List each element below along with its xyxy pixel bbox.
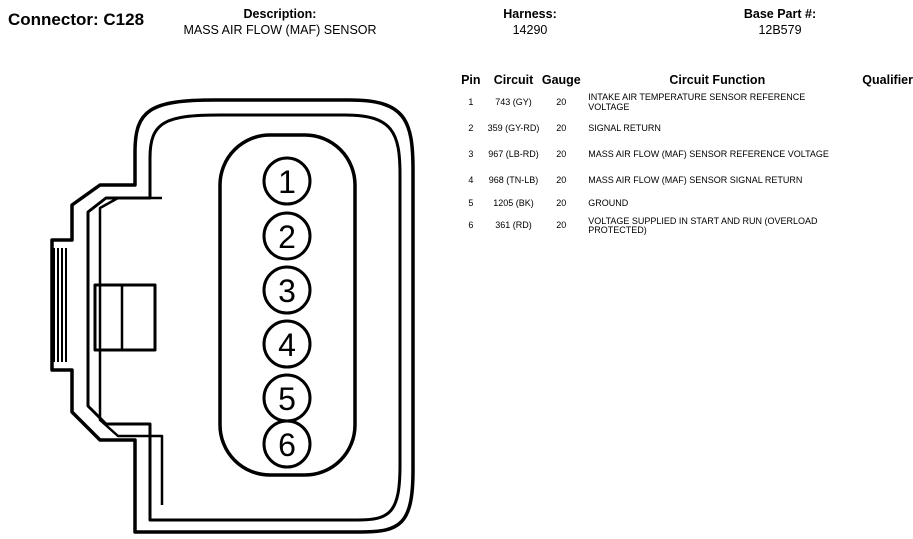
harness-label: Harness:	[503, 7, 557, 21]
header-function: Circuit Function	[669, 73, 766, 87]
pin-label-3: 3	[278, 273, 296, 309]
connector-title: Connector: C128	[8, 10, 144, 30]
table-row: 4 968 (TN-LB) 20 MASS AIR FLOW (MAF) SEN…	[454, 168, 913, 194]
pin-group: 1 2 3 4 5 6	[262, 156, 312, 469]
pin-circle-6	[262, 419, 312, 469]
description-block: Description: MASS AIR FLOW (MAF) SENSOR	[170, 7, 390, 39]
cell-pin: 2	[468, 123, 474, 134]
description-value: MASS AIR FLOW (MAF) SENSOR	[183, 23, 377, 37]
cell-function: INTAKE AIR TEMPERATURE SENSOR REFERENCE …	[588, 92, 806, 112]
cell-circuit: 359 (GY-RD)	[487, 123, 540, 134]
connector-id: C128	[103, 10, 145, 29]
header-circuit: Circuit	[493, 73, 534, 87]
header-qualifier: Qualifier	[862, 73, 913, 87]
cell-gauge: 20	[556, 220, 567, 231]
latch-outline	[98, 196, 164, 505]
pin-circle-3	[262, 265, 312, 315]
cell-gauge: 20	[556, 175, 567, 186]
cell-gauge: 20	[556, 197, 567, 208]
cell-function: VOLTAGE SUPPLIED IN START AND RUN (OVERL…	[588, 215, 818, 235]
harness-value: 14290	[512, 23, 548, 37]
table-row: 5 1205 (BK) 20 GROUND	[454, 194, 913, 213]
housing-inner-outline	[86, 113, 402, 522]
cell-circuit: 743 (GY)	[495, 96, 532, 107]
pin-label-2: 2	[278, 219, 296, 255]
cell-function: SIGNAL RETURN	[588, 123, 661, 134]
pin-label-5: 5	[278, 381, 296, 417]
cell-gauge: 20	[556, 96, 567, 107]
table-row: 1 743 (GY) 20 INTAKE AIR TEMPERATURE SEN…	[454, 89, 913, 116]
cell-circuit: 1205 (BK)	[493, 197, 534, 208]
cell-pin: 3	[468, 149, 474, 160]
pin-circle-4	[262, 319, 312, 369]
cell-pin: 1	[468, 96, 474, 107]
base-part-block: Base Part #: 12B579	[720, 7, 840, 39]
pin-label-6: 6	[278, 427, 296, 463]
description-label: Description:	[243, 7, 317, 21]
cell-circuit: 968 (TN-LB)	[488, 175, 539, 186]
latch-window	[93, 283, 157, 352]
table-row: 3 967 (LB-RD) 20 MASS AIR FLOW (MAF) SEN…	[454, 142, 913, 168]
pin-cavity-outline	[218, 133, 357, 477]
table-header-row: Pin Circuit Gauge Circuit Function Quali…	[454, 72, 913, 89]
cell-gauge: 20	[556, 149, 567, 160]
table-row: 2 359 (GY-RD) 20 SIGNAL RETURN	[454, 116, 913, 142]
table-row: 6 361 (RD) 20 VOLTAGE SUPPLIED IN START …	[454, 213, 913, 239]
base-part-value: 12B579	[758, 23, 802, 37]
harness-block: Harness: 14290	[470, 7, 590, 39]
base-part-label: Base Part #:	[743, 7, 817, 21]
pin-circle-2	[262, 211, 312, 261]
pin-table: Pin Circuit Gauge Circuit Function Quali…	[454, 72, 913, 239]
header-gauge: Gauge	[541, 73, 581, 87]
cell-circuit: 967 (LB-RD)	[488, 149, 539, 160]
cell-circuit: 361 (RD)	[495, 220, 532, 231]
cell-pin: 6	[468, 220, 474, 231]
pin-label-1: 1	[278, 164, 296, 200]
cell-function: MASS AIR FLOW (MAF) SENSOR REFERENCE VOL…	[588, 149, 829, 160]
cell-pin: 4	[468, 175, 474, 186]
housing-outer-outline	[50, 98, 415, 534]
pin-circle-1	[262, 156, 312, 206]
cell-function: MASS AIR FLOW (MAF) SENSOR SIGNAL RETURN	[588, 175, 803, 186]
connector-label: Connector:	[8, 10, 99, 29]
cell-gauge: 20	[556, 123, 567, 134]
cell-pin: 5	[468, 197, 474, 208]
cell-function: GROUND	[588, 197, 629, 208]
pin-label-4: 4	[278, 327, 296, 363]
header-pin: Pin	[461, 73, 481, 87]
